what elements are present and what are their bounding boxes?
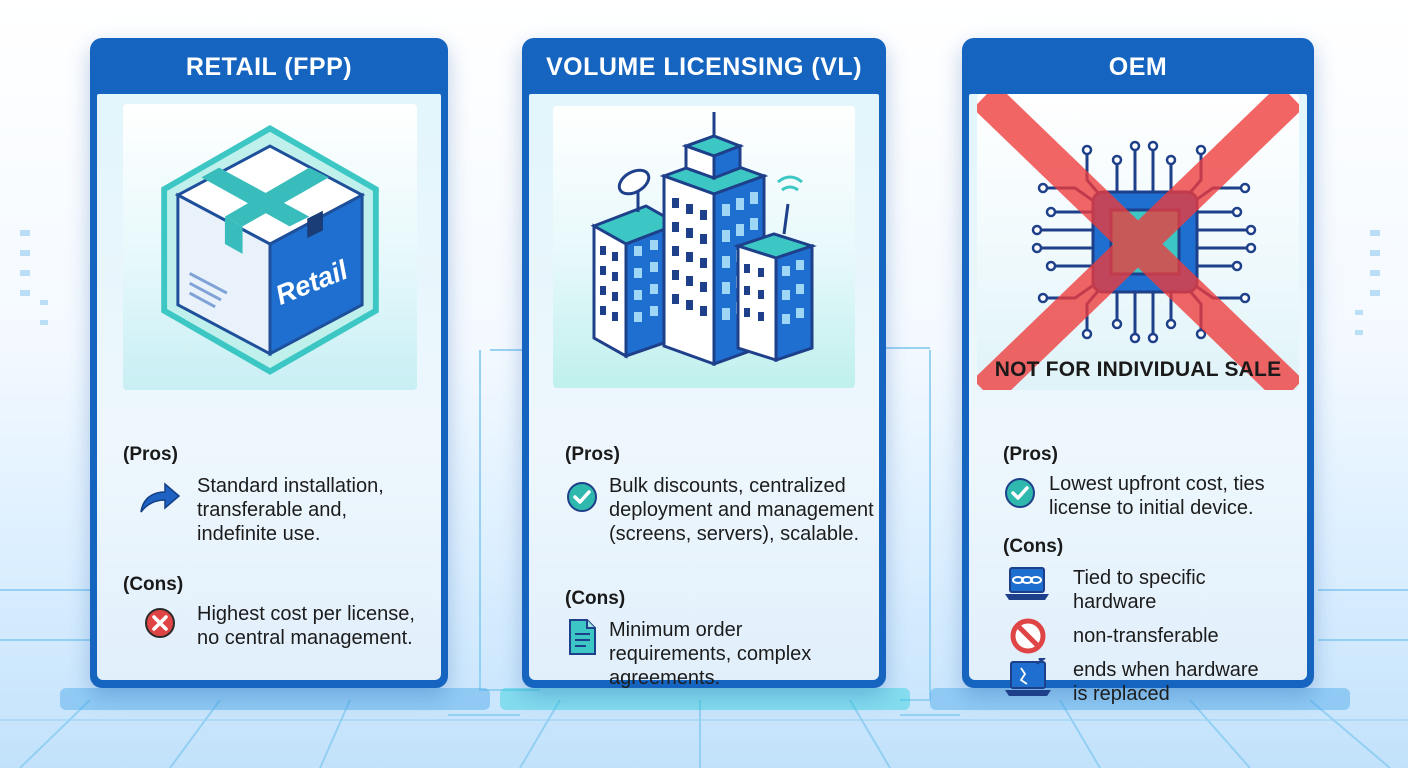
volume-licensing-illustration <box>553 106 855 388</box>
document-icon <box>567 618 597 656</box>
card-body: Retail (Pros) Standard installation, tra… <box>97 94 441 680</box>
cons-text: Highest cost per license, no central man… <box>197 603 415 649</box>
prohibited-icon <box>1009 617 1047 655</box>
volume-licensing-card: VOLUME LICENSING (VL) <box>522 38 886 689</box>
chip-crossed-out-icon <box>977 94 1299 390</box>
pros-label: (Pros) <box>565 444 620 465</box>
oem-illustration: NOT FOR INDIVIDUAL SALE <box>977 94 1299 390</box>
cons-label: (Cons) <box>123 574 184 595</box>
cons-text: ends when hardware is replaced <box>1073 659 1259 705</box>
laptop-chain-icon <box>1003 566 1051 602</box>
check-circle-icon <box>1003 476 1037 510</box>
pros-text: Lowest upfront cost, ties license to ini… <box>1049 473 1265 519</box>
card-title: VOLUME LICENSING (VL) <box>545 53 863 81</box>
pros-text: Standard installation, transferable and,… <box>197 475 384 545</box>
cons-label: (Cons) <box>1003 536 1064 557</box>
office-buildings-icon <box>590 112 817 367</box>
card-body: NOT FOR INDIVIDUAL SALE (Pros) Lowest up… <box>969 94 1307 705</box>
broken-laptop-icon <box>1003 658 1053 698</box>
card-title: OEM <box>1108 53 1168 81</box>
cons-text: Tied to specific hardware <box>1073 567 1206 613</box>
not-for-individual-sale-label: NOT FOR INDIVIDUAL SALE <box>994 358 1282 381</box>
retail-card: RETAIL (FPP) Retail (Pros) <box>90 38 448 688</box>
pros-text: Bulk discounts, centralized deployment a… <box>609 475 874 545</box>
cons-text: Minimum order requirements, complex agre… <box>609 619 812 689</box>
pros-label: (Pros) <box>123 444 178 465</box>
retail-box-icon: Retail <box>161 125 379 375</box>
card-title: RETAIL (FPP) <box>185 53 353 81</box>
cons-label: (Cons) <box>565 588 626 609</box>
card-body: (Pros) Bulk discounts, centralized deplo… <box>529 94 879 689</box>
cons-text: non-transferable <box>1073 625 1219 647</box>
check-circle-icon <box>565 480 599 514</box>
oem-card: OEM <box>962 38 1314 705</box>
retail-illustration: Retail <box>123 104 417 390</box>
arrow-icon <box>137 480 183 516</box>
pros-label: (Pros) <box>1003 444 1058 465</box>
x-circle-icon <box>143 606 177 640</box>
